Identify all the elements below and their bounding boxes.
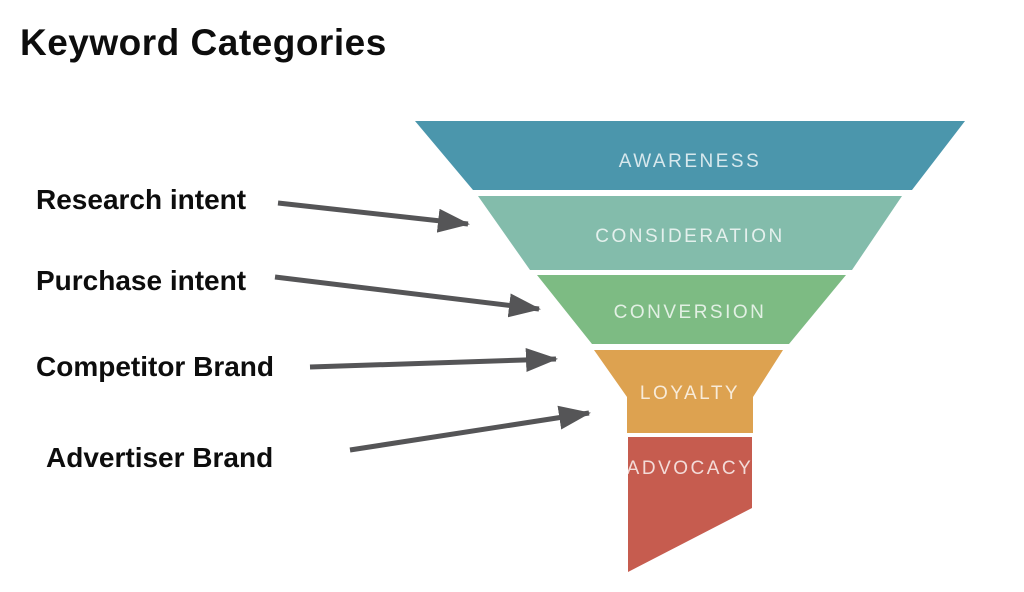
funnel-stage-awareness [415, 121, 965, 190]
arrow-research-intent [277, 200, 470, 233]
side-label-advertiser-brand: Advertiser Brand [46, 442, 274, 473]
arrow-competitor-brand [309, 347, 558, 372]
stage-label-awareness: AWARENESS [619, 151, 762, 172]
stage-label-consideration: CONSIDERATION [595, 226, 784, 247]
arrow-advertiser-brand [349, 405, 591, 453]
stage-label-conversion: CONVERSION [614, 302, 767, 323]
side-label-purchase-intent: Purchase intent [36, 265, 247, 296]
stage-label-loyalty: LOYALTY [640, 383, 740, 404]
side-label-research-intent: Research intent [36, 184, 247, 215]
arrow-purchase-intent [274, 274, 541, 318]
funnel-stage-consideration [478, 196, 902, 270]
stage-label-advocacy: ADVOCACY [627, 458, 754, 479]
side-label-competitor-brand: Competitor Brand [36, 351, 274, 382]
funnel-stage-conversion [537, 275, 846, 344]
page-title: Keyword Categories [20, 22, 387, 63]
funnel-stage-loyalty [594, 350, 783, 433]
funnel-stage-advocacy [628, 437, 752, 572]
